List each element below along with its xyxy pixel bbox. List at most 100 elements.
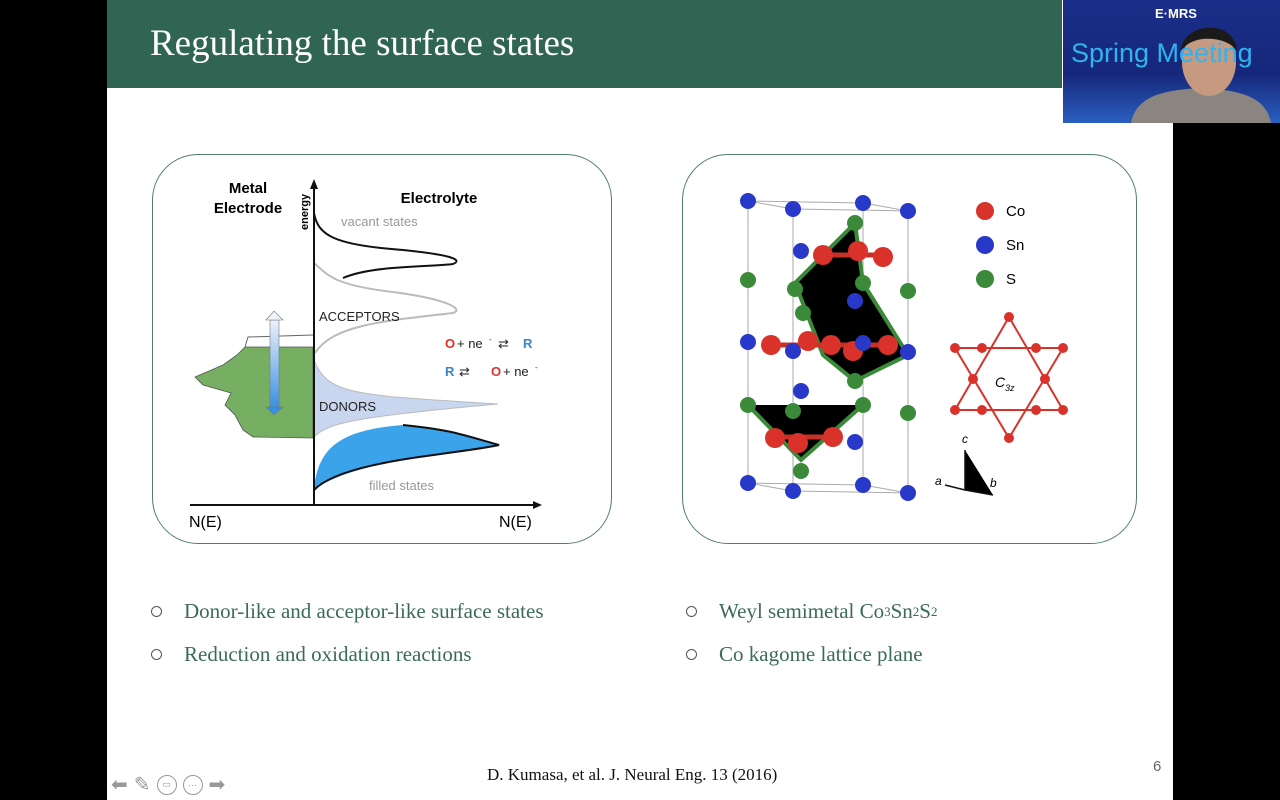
- formula-element: S: [919, 599, 931, 623]
- sn-atom: [855, 195, 871, 211]
- acceptor-states: [313, 262, 458, 354]
- s-atom: [740, 397, 756, 413]
- sn-atom: [900, 344, 916, 360]
- slide-title: Regulating the surface states: [150, 23, 575, 64]
- more-options-icon[interactable]: ···: [182, 774, 203, 795]
- metal-label: Metal: [229, 180, 267, 197]
- bullet-icon: [151, 649, 162, 660]
- sn-atom: [785, 483, 801, 499]
- legend-co-label: Co: [1006, 203, 1025, 220]
- formula-subscript: 2: [912, 603, 920, 619]
- co-atom: [823, 427, 843, 447]
- sn-atom: [900, 485, 916, 501]
- sn-atom: [793, 243, 809, 259]
- kagome-co-atom: [977, 405, 987, 415]
- page-number: 6: [1153, 758, 1162, 775]
- kagome-co-atom: [1031, 405, 1041, 415]
- formula-subscript: 3: [884, 603, 891, 619]
- sn-atom: [900, 203, 916, 219]
- slide-navigation: ⬅ ✎ ▭ ··· ➡: [111, 772, 225, 797]
- axes-icon: [944, 450, 994, 496]
- electrolyte-label: Electrolyte: [401, 190, 478, 207]
- co-atom: [873, 247, 893, 267]
- s-atom: [900, 405, 916, 421]
- previous-slide-icon[interactable]: ⬅: [111, 774, 128, 796]
- s-atom: [785, 403, 801, 419]
- webcam-background-title: Spring Meeting: [1071, 38, 1253, 68]
- formula-element: Sn: [890, 599, 913, 623]
- vacant-states: [313, 212, 458, 279]
- reaction-reduction: O + ne - ⇄ R: [445, 335, 533, 351]
- citation: D. Kumasa, et al. J. Neural Eng. 13 (201…: [487, 765, 778, 784]
- list-item: Co kagome lattice plane: [686, 633, 937, 676]
- list-item: Reduction and oxidation reactions: [151, 633, 544, 676]
- reaction-2-oxidant: O: [491, 364, 501, 379]
- next-slide-icon[interactable]: ➡: [208, 774, 226, 796]
- x-axis-left-label: N(E): [189, 514, 222, 531]
- left-bullet-list: Donor-like and acceptor-like surface sta…: [151, 590, 544, 676]
- s-atom: [847, 373, 863, 389]
- kagome-atoms: [950, 312, 1068, 443]
- energy-label: energy: [299, 193, 311, 230]
- electron-transfer-arrow: [269, 319, 280, 409]
- bullet-icon: [686, 649, 697, 660]
- co-atom: [761, 335, 781, 355]
- kagome-co-atom: [1058, 405, 1068, 415]
- reaction-1-charge: -: [489, 335, 492, 344]
- surface-states-diagram: Metal Electrode Electrolyte energy vacan…: [152, 154, 612, 544]
- kagome-co-atom: [1058, 343, 1068, 353]
- kagome-co-atom: [1004, 312, 1014, 322]
- webcam-video: E·MRS Spring Meeting: [1063, 0, 1280, 123]
- axis-c-label: c: [962, 432, 968, 446]
- x-axis-right-label: N(E): [499, 514, 532, 531]
- s-atom: [847, 215, 863, 231]
- kagome-co-atom: [1040, 374, 1050, 384]
- s-atom: [855, 397, 871, 413]
- legend-s-label: S: [1006, 271, 1016, 288]
- legend-sn-swatch: [976, 236, 994, 254]
- reaction-2-electrons: + ne: [503, 364, 529, 379]
- s-atom: [793, 463, 809, 479]
- sn-atom: [740, 475, 756, 491]
- slide: Regulating the surface states Metal Elec…: [107, 0, 1173, 800]
- filled-states-label: filled states: [369, 478, 435, 493]
- s-atom: [900, 283, 916, 299]
- c3z-label: C: [995, 374, 1006, 390]
- list-item: Donor-like and acceptor-like surface sta…: [151, 590, 544, 633]
- reaction-1-reductant: R: [523, 336, 533, 351]
- kagome-star: [953, 315, 1065, 440]
- sn-atom: [785, 343, 801, 359]
- sn-atom: [740, 334, 756, 350]
- s-atom: [855, 275, 871, 291]
- donors-label: DONORS: [319, 399, 376, 414]
- legend-s-swatch: [976, 270, 994, 288]
- slide-view-icon[interactable]: ▭: [156, 774, 177, 795]
- reaction-2-charge: -: [535, 363, 538, 372]
- bullet-icon: [686, 606, 697, 617]
- s-atom: [740, 272, 756, 288]
- emrs-logo: E·MRS: [1155, 6, 1197, 21]
- bullet-text: Co kagome lattice plane: [719, 642, 923, 666]
- sn-atom: [793, 383, 809, 399]
- s-atom: [787, 281, 803, 297]
- reaction-2-reductant: R: [445, 364, 455, 379]
- sn-atom: [855, 335, 871, 351]
- sn-atom: [847, 293, 863, 309]
- bullet-text: Donor-like and acceptor-like surface sta…: [184, 599, 544, 623]
- kagome-co-atom: [950, 343, 960, 353]
- reaction-oxidation: R ⇄ O + ne -: [445, 363, 538, 379]
- kagome-co-atom: [968, 374, 978, 384]
- co-atom: [848, 241, 868, 261]
- axis-b-label: b: [990, 476, 997, 490]
- pen-icon[interactable]: ✎: [133, 774, 151, 796]
- s-atom: [795, 305, 811, 321]
- equilibrium-arrow-icon: ⇄: [459, 364, 470, 379]
- formula-subscript: 2: [930, 603, 938, 619]
- vacant-states-label: vacant states: [341, 214, 418, 229]
- slide-header: Regulating the surface states: [107, 0, 1062, 88]
- bullet-text: Reduction and oxidation reactions: [184, 642, 472, 666]
- donor-states: [313, 359, 499, 439]
- co-atom: [878, 335, 898, 355]
